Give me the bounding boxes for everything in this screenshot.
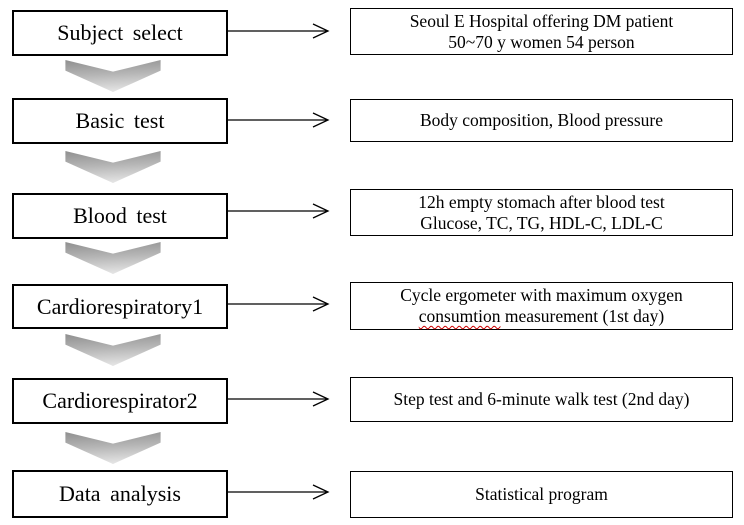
down-arrow-icon bbox=[65, 431, 161, 465]
detail-box-cardiorespirator2: Step test and 6-minute walk test (2nd da… bbox=[350, 377, 733, 422]
detail-line: Body composition, Blood pressure bbox=[419, 110, 664, 130]
step-box-subject-select: Subject select bbox=[12, 10, 228, 56]
right-arrow-icon bbox=[228, 391, 330, 407]
detail-line: Seoul E Hospital offering DM patient bbox=[409, 10, 674, 31]
down-arrow-icon bbox=[65, 59, 161, 93]
step-label: Cardiorespiratory1 bbox=[36, 293, 204, 319]
down-arrow-icon bbox=[65, 150, 161, 184]
detail-box-subject-select: Seoul E Hospital offering DM patient 50~… bbox=[350, 8, 733, 55]
detail-line-rest: measurement (1st day) bbox=[500, 306, 665, 326]
detail-box-basic-test: Body composition, Blood pressure bbox=[350, 99, 733, 142]
detail-line: Step test and 6-minute walk test (2nd da… bbox=[393, 389, 690, 409]
step-label: Basic test bbox=[75, 108, 165, 133]
step-label: Blood test bbox=[73, 203, 167, 228]
detail-box-cardiorespiratory1: Cycle ergometer with maximum oxygen cons… bbox=[350, 282, 733, 330]
step-label: Data analysis bbox=[59, 481, 181, 506]
detail-box-data-analysis: Statistical program bbox=[350, 471, 733, 518]
step-label: Subject select bbox=[57, 20, 183, 45]
right-arrow-icon bbox=[228, 23, 330, 39]
detail-line: 50~70 y women 54 person bbox=[448, 31, 635, 52]
detail-line: Cycle ergometer with maximum oxygen bbox=[400, 285, 683, 305]
detail-box-blood-test: 12h empty stomach after blood test Gluco… bbox=[350, 189, 733, 236]
detail-line: 12h empty stomach after blood test bbox=[418, 191, 665, 212]
step-box-data-analysis: Data analysis bbox=[12, 470, 228, 518]
step-label: Cardiorespirator2 bbox=[42, 388, 198, 413]
right-arrow-icon bbox=[228, 296, 330, 312]
right-arrow-icon bbox=[228, 203, 330, 219]
step-box-blood-test: Blood test bbox=[12, 193, 228, 239]
step-box-cardiorespiratory1: Cardiorespiratory1 bbox=[12, 284, 228, 329]
detail-line: consumtion measurement (1st day) bbox=[419, 306, 664, 327]
step-box-basic-test: Basic test bbox=[12, 98, 228, 144]
down-arrow-icon bbox=[65, 333, 161, 367]
misspelled-word: consumtion bbox=[418, 306, 501, 326]
detail-line: Glucose, TC, TG, HDL-C, LDL-C bbox=[420, 212, 663, 233]
right-arrow-icon bbox=[228, 112, 330, 128]
step-box-cardiorespirator2: Cardiorespirator2 bbox=[12, 378, 228, 424]
down-arrow-icon bbox=[65, 241, 161, 275]
right-arrow-icon bbox=[228, 484, 330, 500]
detail-line: Statistical program bbox=[475, 484, 608, 504]
